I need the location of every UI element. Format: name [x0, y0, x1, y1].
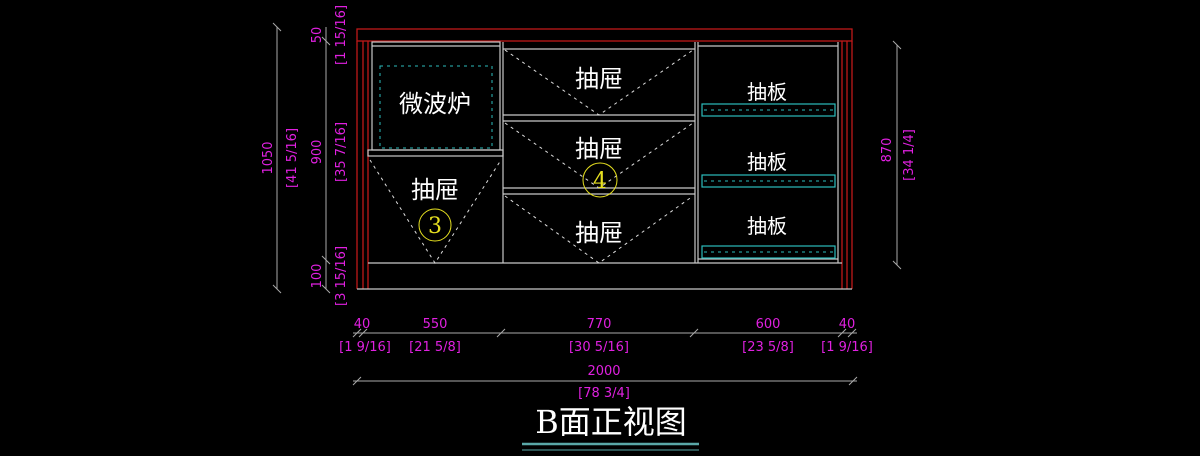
shelf-label: 抽板	[747, 214, 787, 238]
microwave-label: 微波炉	[399, 90, 471, 118]
callout-circle	[418, 208, 452, 242]
dim-40-left: 40	[354, 317, 371, 332]
dim-1050-in: [41 5/16]	[285, 128, 300, 188]
dim-2000-in: [78 3/4]	[578, 386, 630, 401]
callout-4: 4	[593, 169, 607, 194]
dim-550-in: [21 5/8]	[409, 340, 461, 355]
dim-40-right-in: [1 9/16]	[821, 340, 873, 355]
dim-2000: 2000	[587, 364, 620, 379]
dim-870-in: [34 1/4]	[902, 129, 917, 181]
dim-40-left-in: [1 9/16]	[339, 340, 391, 355]
dim-600: 600	[756, 317, 781, 332]
dim-870: 870	[880, 138, 895, 163]
bottom-dimensions: 40 [1 9/16] 550 [21 5/8] 770 [30 5/16] 6…	[339, 317, 873, 401]
dim-40-right: 40	[839, 317, 856, 332]
dim-100: 100	[310, 264, 325, 289]
middle-drawers: 抽屉 抽屉 抽屉 4	[503, 42, 696, 264]
callout-circle	[582, 162, 618, 198]
dim-1050: 1050	[261, 141, 276, 174]
cabinet-frame	[356, 28, 853, 290]
dim-770: 770	[587, 317, 612, 332]
drawer-label: 抽屉	[575, 65, 623, 93]
microwave-compartment: 微波炉	[367, 41, 504, 157]
dim-900-in: [35 7/16]	[334, 122, 349, 182]
drawer-label: 抽屉	[411, 176, 459, 204]
drawing-title: B面正视图	[535, 403, 687, 441]
dim-50: 50	[310, 27, 325, 44]
dim-770-in: [30 5/16]	[569, 340, 629, 355]
left-dimensions: 1050 [41 5/16] 50 [1 15/16] 900 [35 7/16…	[261, 5, 349, 306]
dim-100-in: [3 15/16]	[334, 246, 349, 306]
dim-50-in: [1 15/16]	[334, 5, 349, 65]
shelf-label: 抽板	[747, 150, 787, 174]
left-drawer: 抽屉 3	[369, 42, 504, 264]
right-dimension: 870 [34 1/4]	[880, 40, 917, 270]
dim-600-in: [23 5/8]	[742, 340, 794, 355]
drawer-label: 抽屉	[575, 219, 623, 247]
callout-3: 3	[428, 214, 442, 239]
drawer-label: 抽屉	[575, 135, 623, 163]
dim-900: 900	[310, 140, 325, 165]
right-shelves: 抽板 抽板 抽板	[697, 42, 839, 263]
dim-550: 550	[423, 317, 448, 332]
shelf-label: 抽板	[747, 80, 787, 104]
